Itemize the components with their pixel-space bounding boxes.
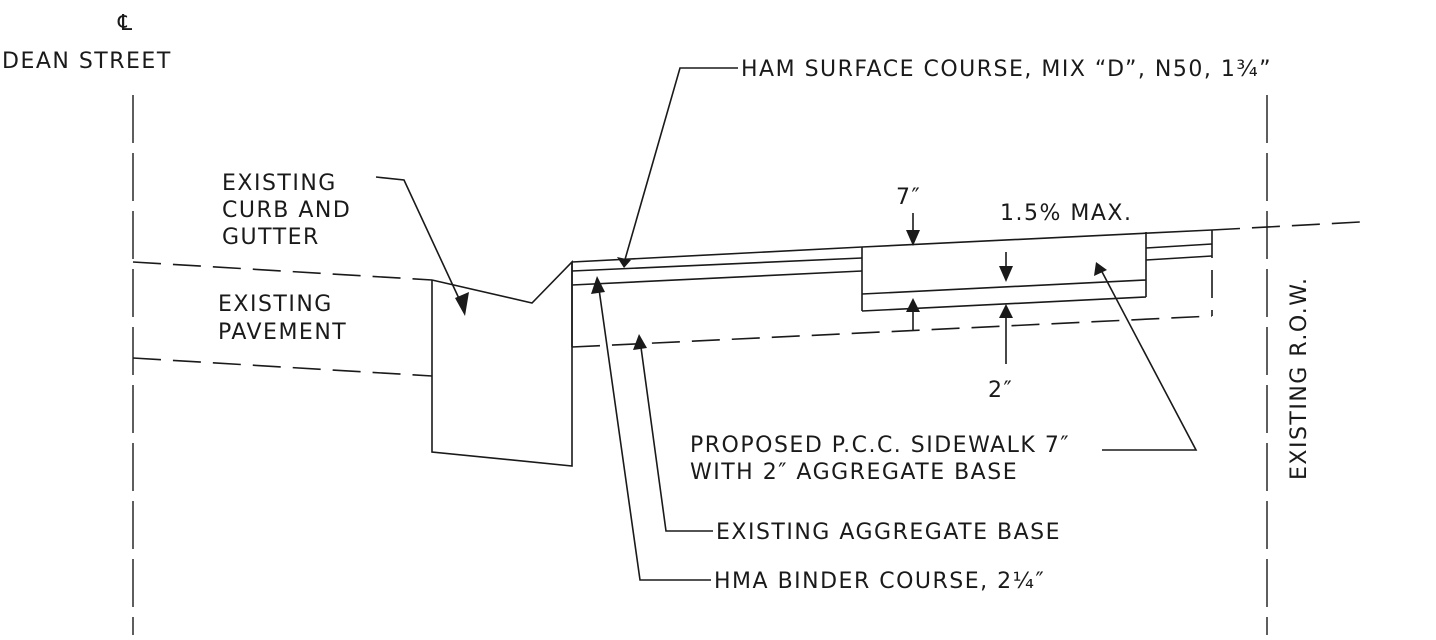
aggregate-base-label: EXISTING AGGREGATE BASE	[716, 520, 1061, 545]
pavement-bottom-line	[132, 357, 433, 377]
aggregate-base-arrow	[633, 334, 647, 350]
surface-course-line	[571, 257, 863, 272]
pavement-label-line-1: EXISTING	[218, 292, 333, 317]
pavement-label-line-2: PAVEMENT	[218, 320, 347, 345]
sidewalk-label-line-1: PROPOSED P.C.C. SIDEWALK 7″	[690, 433, 1070, 458]
curb-callout: EXISTING CURB AND GUTTER	[222, 171, 469, 316]
aggregate-base-leader	[639, 339, 713, 532]
existing-pavement	[132, 261, 433, 377]
dim-top-arrow	[999, 266, 1013, 282]
right-layer-2	[1145, 255, 1213, 261]
curb-label-line-1: EXISTING	[222, 171, 337, 196]
binder-course-label: HMA BINDER COURSE, 2¼″	[714, 569, 1045, 594]
right-layer-1	[1145, 243, 1213, 249]
sidewalk-thickness-label: 7″	[896, 185, 921, 210]
dim-7-arrow	[906, 230, 920, 246]
curb-label-line-2: CURB AND	[222, 198, 351, 223]
centerline-street-label: DEAN STREET	[2, 49, 172, 74]
row-label: EXISTING R.O.W.	[1287, 277, 1312, 480]
curb-and-gutter	[431, 260, 573, 467]
sidewalk-callout: PROPOSED P.C.C. SIDEWALK 7″ WITH 2″ AGGR…	[690, 262, 1198, 485]
sidewalk-top	[861, 229, 1213, 248]
cross-slope-label: 1.5% MAX.	[1000, 201, 1132, 226]
aggregate-base-line	[571, 315, 1213, 348]
surface-course-label: HAM SURFACE COURSE, MIX “D”, N50, 1¾”	[741, 57, 1272, 82]
pavement-callout: EXISTING PAVEMENT	[218, 292, 347, 345]
base-thickness-label: 2″	[988, 378, 1013, 403]
curb-label-line-3: GUTTER	[222, 225, 320, 250]
ground-extension	[1211, 221, 1361, 231]
pavement-top-line	[132, 261, 433, 281]
centerline-symbol: ℄	[117, 11, 134, 36]
proposed-sidewalk	[861, 221, 1361, 316]
curb-leader	[375, 176, 463, 306]
curb-leader-arrow	[455, 292, 469, 316]
centerline: ℄ DEAN STREET	[2, 11, 172, 635]
dim-base-top-arrow	[906, 298, 920, 312]
sidewalk-label-line-2: WITH 2″ AGGREGATE BASE	[690, 460, 1018, 485]
sidewalk-leader-arrow	[1094, 262, 1107, 276]
binder-course-arrow	[591, 276, 605, 294]
surface-course-arrow	[617, 257, 631, 268]
sidewalk-leader	[1099, 267, 1198, 451]
right-of-way: EXISTING R.O.W.	[1266, 95, 1312, 635]
curb-outline	[431, 260, 573, 467]
surface-course-callout: HAM SURFACE COURSE, MIX “D”, N50, 1¾”	[617, 57, 1272, 268]
binder-course-line	[571, 270, 863, 286]
surface-course-leader	[623, 67, 738, 264]
sidewalk-bottom	[861, 279, 1147, 295]
dimensions: 7″ 1.5% MAX. 2″	[896, 185, 1132, 403]
binder-course-callout: HMA BINDER COURSE, 2¼″	[591, 276, 1045, 594]
aggregate-base-callout: EXISTING AGGREGATE BASE	[633, 334, 1061, 545]
dim-2-arrow	[999, 304, 1013, 318]
binder-course-leader	[597, 281, 711, 581]
